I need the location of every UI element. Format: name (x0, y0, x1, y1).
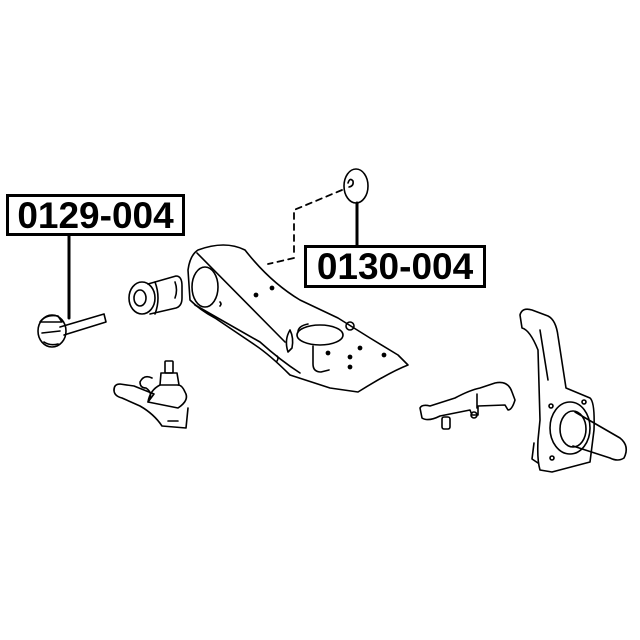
ball-joint (113, 360, 189, 429)
part-number-label-0129-004: 0129-004 (6, 194, 185, 236)
cam-washer (343, 168, 369, 204)
camber-bolt (37, 313, 107, 348)
steering-knuckle (519, 308, 628, 473)
part-number-label-0130-004: 0130-004 (304, 245, 486, 288)
lower-control-arm (187, 244, 409, 393)
dashed-guide-line (293, 189, 343, 256)
control-arm-bushing (128, 275, 183, 315)
dashed-guide-line-2 (267, 257, 295, 265)
steering-knuckle-arm (419, 381, 516, 430)
